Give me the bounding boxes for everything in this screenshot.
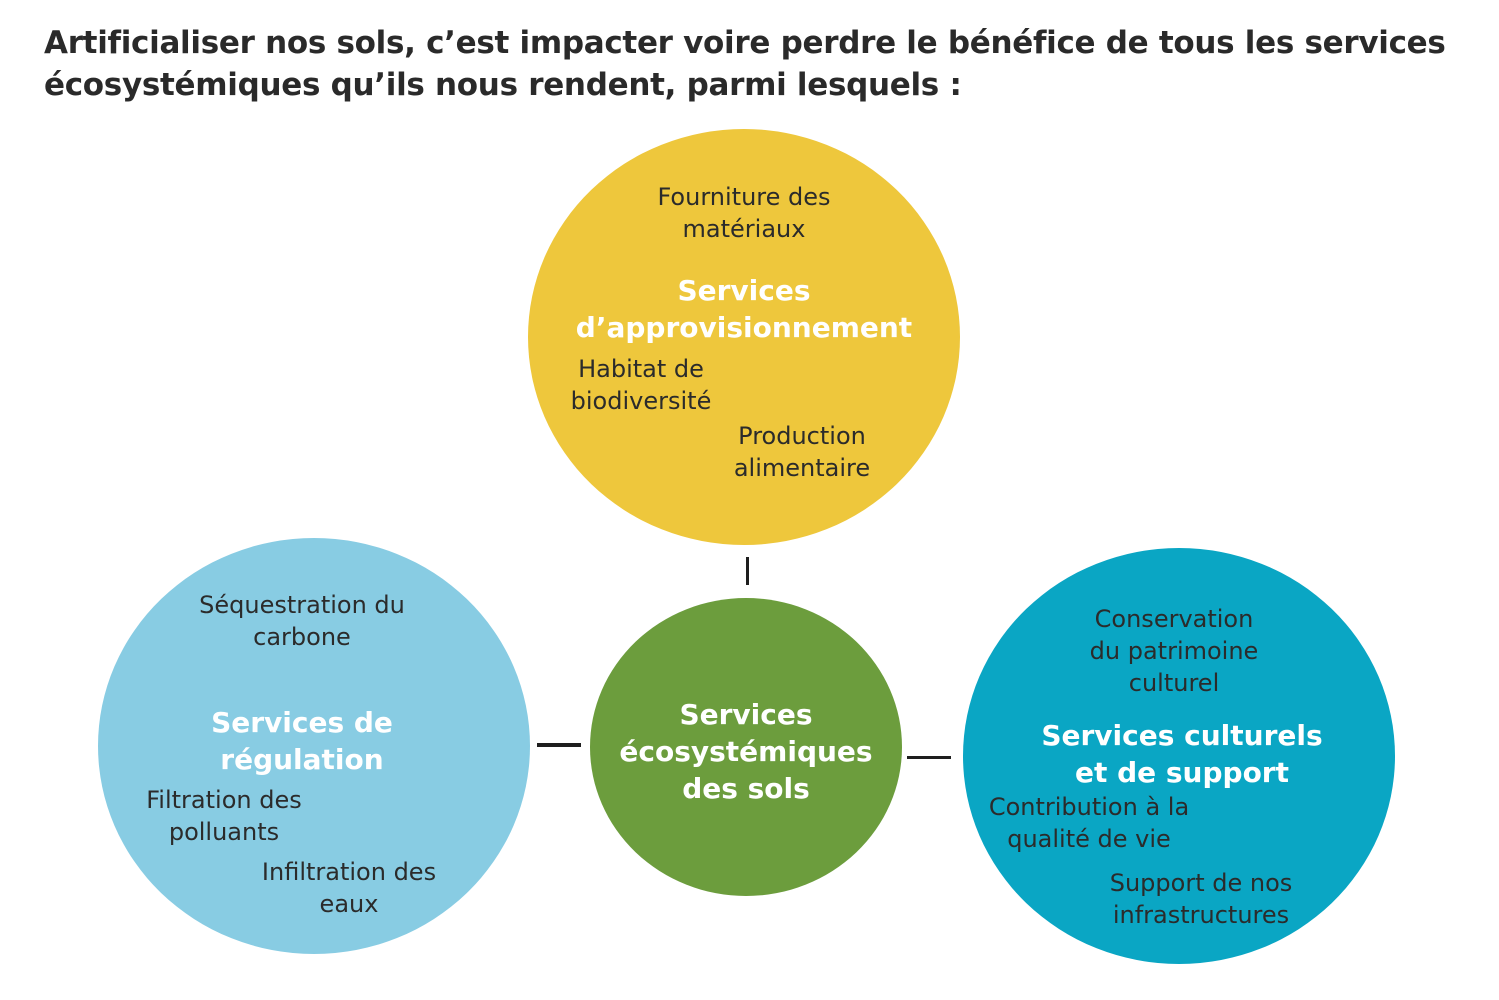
regulation-circle (98, 538, 530, 954)
headline-line-2: écosystémiques qu’ils nous rendent, parm… (44, 67, 962, 103)
provisioning-item-materials: Fourniture des matériaux (657, 183, 831, 243)
cultural-title: Services culturels et de support (1041, 719, 1323, 789)
provisioning-circle (528, 129, 960, 545)
connector-right (907, 756, 951, 759)
provisioning-title: Services d’approvisionnement (575, 274, 913, 344)
cultural-item-heritage: Conservation du patrimoine culturel (1089, 605, 1259, 697)
regulation-item-water: Infiltration des eaux (261, 858, 437, 918)
connector-top (746, 557, 749, 585)
cultural-item-infrastructure: Support de nos infrastructures (1109, 869, 1293, 929)
provisioning-item-habitat: Habitat de biodiversité (570, 355, 712, 415)
center-title: Services écosystémiques des sols (619, 698, 873, 805)
regulation-item-carbon: Séquestration du carbone (199, 591, 405, 651)
provisioning-item-food: Production alimentaire (733, 422, 871, 482)
regulation-title: Services de régulation (211, 706, 393, 776)
center-circle (590, 598, 902, 896)
headline-line-1: Artificialiser nos sols, c’est impacter … (44, 25, 1446, 61)
regulation-item-pollutants: Filtration des polluants (146, 786, 302, 846)
headline: Artificialiser nos sols, c’est impacter … (44, 22, 1474, 106)
connector-left (537, 743, 581, 747)
cultural-item-quality-of-life: Contribution à la qualité de vie (988, 793, 1190, 853)
cultural-circle (963, 548, 1395, 964)
